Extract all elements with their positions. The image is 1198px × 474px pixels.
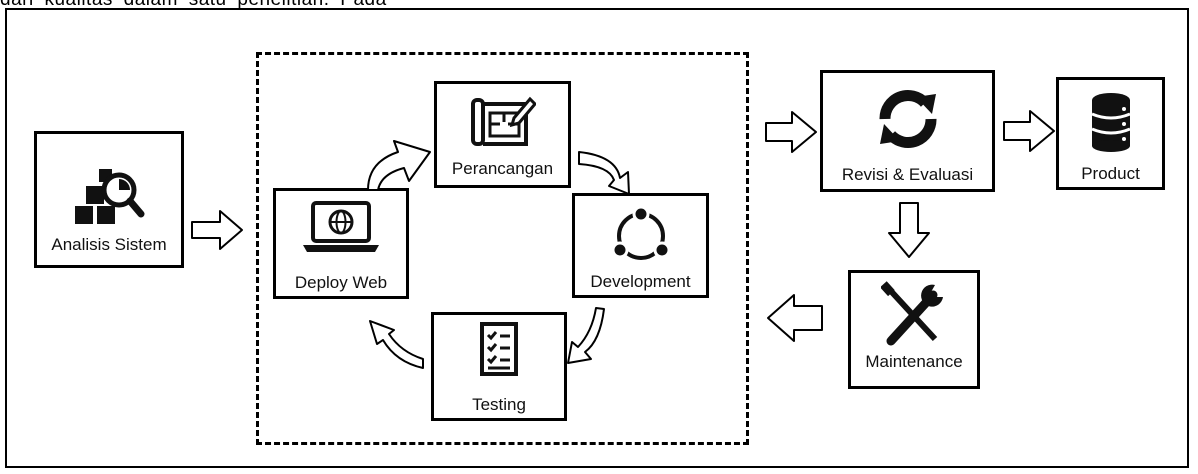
node-development: Development	[572, 193, 709, 298]
node-revisi-evaluasi: Revisi & Evaluasi	[820, 70, 995, 192]
iterative-cycle-group	[256, 52, 749, 445]
product-label: Product	[1081, 164, 1140, 183]
arrow-deploy-to-perancangan	[367, 140, 431, 191]
deploy-web-label: Deploy Web	[294, 273, 388, 292]
perancangan-label: Perancangan	[451, 159, 554, 178]
refresh-icon	[823, 89, 992, 149]
caption-fragment: dari kualitas dalam satu penelitian. Pad…	[0, 0, 387, 11]
revisi-evaluasi-label: Revisi & Evaluasi	[841, 165, 974, 184]
node-analisis-sistem: Analisis Sistem	[34, 131, 184, 268]
arrow-cycle-to-revisi	[765, 111, 817, 153]
arrow-testing-to-deploy	[369, 320, 424, 369]
node-perancangan: Perancangan	[434, 81, 571, 188]
tools-icon	[851, 281, 977, 347]
arrow-perancangan-to-development	[578, 151, 630, 195]
arrow-development-to-testing	[567, 307, 605, 364]
arrow-analisis-to-cycle	[191, 210, 243, 250]
analysis-icon	[37, 166, 181, 230]
share-nodes-icon	[575, 206, 706, 266]
laptop-globe-icon	[276, 199, 406, 257]
maintenance-label: Maintenance	[865, 352, 963, 371]
blueprint-icon	[437, 96, 568, 148]
arrow-revisi-to-maintenance	[888, 202, 930, 258]
analisis-sistem-label: Analisis Sistem	[51, 235, 167, 254]
testing-label: Testing	[472, 395, 526, 414]
diagram-frame	[5, 8, 1189, 468]
development-label: Development	[590, 272, 691, 291]
node-deploy-web: Deploy Web	[273, 188, 409, 299]
node-maintenance: Maintenance	[848, 270, 980, 389]
node-testing: Testing	[431, 312, 567, 421]
arrow-revisi-to-product	[1003, 110, 1055, 152]
checklist-icon	[434, 321, 564, 377]
database-icon	[1059, 92, 1162, 152]
arrow-maintenance-to-cycle	[767, 294, 823, 342]
node-product: Product	[1056, 77, 1165, 190]
